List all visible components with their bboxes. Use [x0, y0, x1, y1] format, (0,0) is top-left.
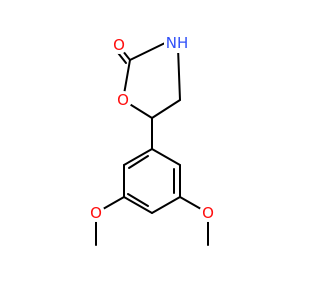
atom-o-ring-label: O: [117, 91, 129, 109]
atom-o-methoxy-left-bg: [87, 204, 105, 222]
atom-nh: NH: [164, 34, 191, 53]
molecule-diagram: O NH O O O: [87, 34, 217, 246]
bond-ar-inner-3: [128, 155, 149, 169]
bond-ar6-ar1: [123, 148, 153, 166]
atom-o-methoxy-right-bg: [199, 204, 217, 222]
atom-o-ring-bg: [114, 91, 132, 109]
atom-o-methoxy-left: O: [87, 204, 105, 222]
atom-o-ring: O: [114, 91, 132, 109]
atom-o-carbonyl-label: O: [113, 36, 125, 54]
atom-o-carbonyl-bg: [110, 36, 128, 54]
atom-o-methoxy-left-label: O: [90, 204, 102, 222]
atom-labels: O NH O O O: [87, 34, 217, 222]
atom-nh-label: NH: [166, 34, 189, 52]
atom-o-methoxy-right: O: [199, 204, 217, 222]
bonds: [95, 42, 209, 246]
atom-o-carbonyl: O: [110, 36, 128, 54]
atom-nh-bg: [164, 34, 191, 53]
bond-ar4-ar5: [123, 196, 153, 214]
atom-o-methoxy-right-label: O: [202, 204, 214, 222]
bond-ar3-ar4: [151, 196, 181, 214]
bond-ar-inner-2: [127, 193, 149, 207]
bond-n3-c4: [177, 47, 181, 101]
bond-ar1-ar2: [151, 148, 181, 166]
bond-c2-n3: [129, 42, 166, 61]
bond-c4-c5: [151, 99, 181, 119]
